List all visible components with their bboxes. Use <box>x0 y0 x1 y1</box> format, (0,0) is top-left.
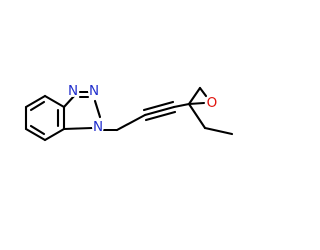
bond-c4-c5 <box>24 94 47 109</box>
triple-bond-upper <box>142 100 175 112</box>
atom-n1-label: N <box>92 119 104 135</box>
propargyl-chain <box>102 100 191 132</box>
atom-n2-label: N <box>88 83 100 99</box>
atom-o1-label: O <box>205 95 219 111</box>
bond-n2-n1 <box>93 99 102 119</box>
bond-c6-c7 <box>24 127 47 142</box>
bond-n1-c7a <box>62 126 94 131</box>
nitrogen-label: N <box>93 119 103 135</box>
triple-bond-center <box>143 105 176 117</box>
bond-ch2-ch3-ethyl <box>203 126 234 136</box>
triple-bond-lower <box>144 110 177 122</box>
bond-csp-cq <box>172 102 191 109</box>
atom-n3-label: N <box>67 83 79 99</box>
nitrogen-label: N <box>89 83 99 99</box>
bond-c3a-n3 <box>62 93 77 109</box>
bond-cq-ch2-ethyl <box>187 102 207 130</box>
bond-ch2-csp <box>115 113 147 132</box>
nitrogen-label: N <box>68 83 78 99</box>
double-bond-c6-c7 <box>29 124 46 136</box>
triazole-ring <box>62 90 102 131</box>
benzene-ring <box>24 94 66 142</box>
bond-cq-o <box>187 101 206 106</box>
double-bond-c4-c5 <box>29 100 46 112</box>
bond-ch2-o <box>198 86 208 98</box>
epoxide-ring <box>187 86 208 106</box>
ethyl-group <box>187 102 234 136</box>
bond-c7-c7a <box>43 127 66 142</box>
bond-cq-ch2 <box>187 86 202 106</box>
molecule-structure-diagram: N N N O <box>24 83 234 142</box>
bond-c3a-c4 <box>43 94 66 109</box>
oxygen-label: O <box>207 95 218 111</box>
